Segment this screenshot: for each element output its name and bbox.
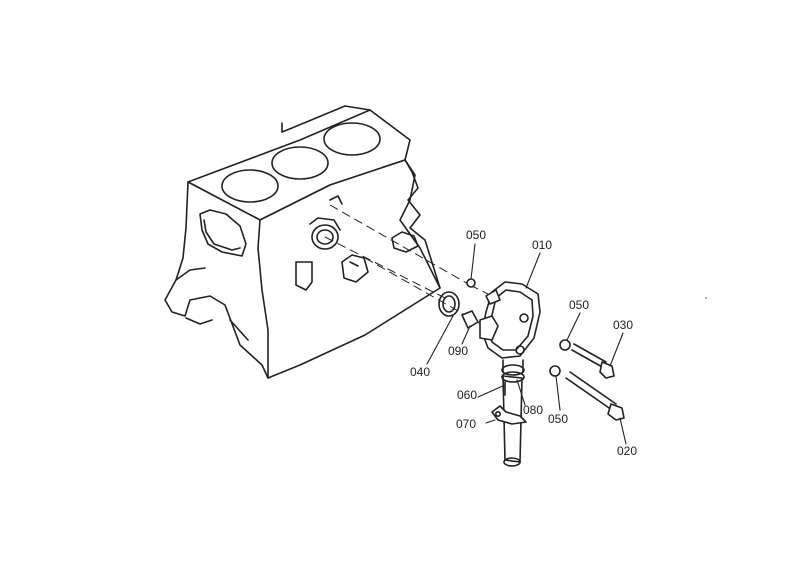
o-ring bbox=[438, 291, 460, 317]
label-070: 070 bbox=[456, 417, 476, 431]
label-010: 010 bbox=[532, 238, 552, 252]
label-090: 090 bbox=[448, 344, 468, 358]
label-030: 030 bbox=[613, 318, 633, 332]
pipe-clamp bbox=[501, 359, 525, 383]
bolt-020 bbox=[565, 371, 625, 421]
label-020: 020 bbox=[617, 444, 637, 458]
label-060: 060 bbox=[457, 388, 477, 402]
label-080: 080 bbox=[523, 403, 543, 417]
label-050-upper: 050 bbox=[466, 228, 486, 242]
scan-speck bbox=[705, 297, 707, 299]
label-050-right: 050 bbox=[569, 298, 589, 312]
label-040: 040 bbox=[410, 365, 430, 379]
washer-lower bbox=[549, 365, 561, 377]
washer-right bbox=[559, 339, 571, 351]
label-050-lower: 050 bbox=[548, 412, 568, 426]
pump-cover bbox=[479, 281, 541, 359]
washer-upper bbox=[466, 278, 476, 288]
pipe-bracket bbox=[491, 405, 527, 425]
pin bbox=[461, 310, 479, 329]
part-labels: 050 010 050 030 090 040 060 080 050 070 … bbox=[410, 228, 637, 458]
leader-lines bbox=[426, 243, 627, 445]
engine-block bbox=[164, 105, 441, 379]
bolt-030 bbox=[571, 343, 615, 379]
